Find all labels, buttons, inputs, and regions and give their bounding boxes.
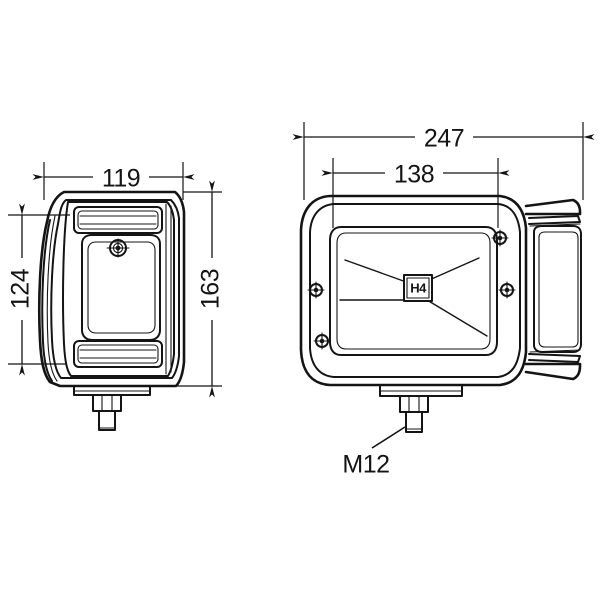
front-view-screw-mid-left <box>307 281 325 299</box>
side-view-rear-bulge <box>41 219 53 382</box>
front-view-dimensions: 247 138 M12 <box>292 118 595 479</box>
front-view-group: H4 <box>299 194 582 433</box>
side-view-center-panel <box>81 234 161 341</box>
side-view-dimensions: 119 163 124 <box>7 158 226 398</box>
side-view-shell-inner-edge <box>50 199 180 379</box>
front-view-screw-bottom-left <box>313 332 331 350</box>
side-view-rim-face <box>62 201 175 377</box>
dimension-119-text: 119 <box>102 165 140 193</box>
front-view-lens-glass <box>336 232 491 350</box>
front-view-hood-panel <box>533 225 582 353</box>
dimension-138-text: 138 <box>394 161 434 189</box>
dimension-124-text: 124 <box>7 268 35 309</box>
side-view-outer-shell <box>37 190 186 388</box>
dimension-163-text: 163 <box>197 269 225 309</box>
side-view-group <box>37 190 186 431</box>
front-view-screw-mid-right <box>498 281 516 299</box>
side-view-upper-vent <box>73 206 163 234</box>
front-view-reflector-lines <box>339 257 488 337</box>
front-view-screw-top-right <box>491 229 509 247</box>
dimension-247-text: 247 <box>424 125 464 153</box>
front-view-housing-inner <box>309 203 521 378</box>
leader-m12 <box>371 426 406 449</box>
front-view-h4-badge: H4 <box>403 274 433 302</box>
front-view-rear-hood <box>524 198 582 381</box>
side-view-center-panel-inner <box>87 241 156 334</box>
h4-badge-text: H4 <box>410 280 427 295</box>
side-view-adjuster-screw <box>106 238 130 258</box>
side-view-threaded-stud <box>98 410 116 431</box>
side-view-rear-bulge-2 <box>46 215 58 382</box>
m12-callout-text: M12 <box>342 451 389 479</box>
front-view-housing-outline <box>299 194 528 387</box>
front-view-threaded-stud <box>405 411 423 433</box>
